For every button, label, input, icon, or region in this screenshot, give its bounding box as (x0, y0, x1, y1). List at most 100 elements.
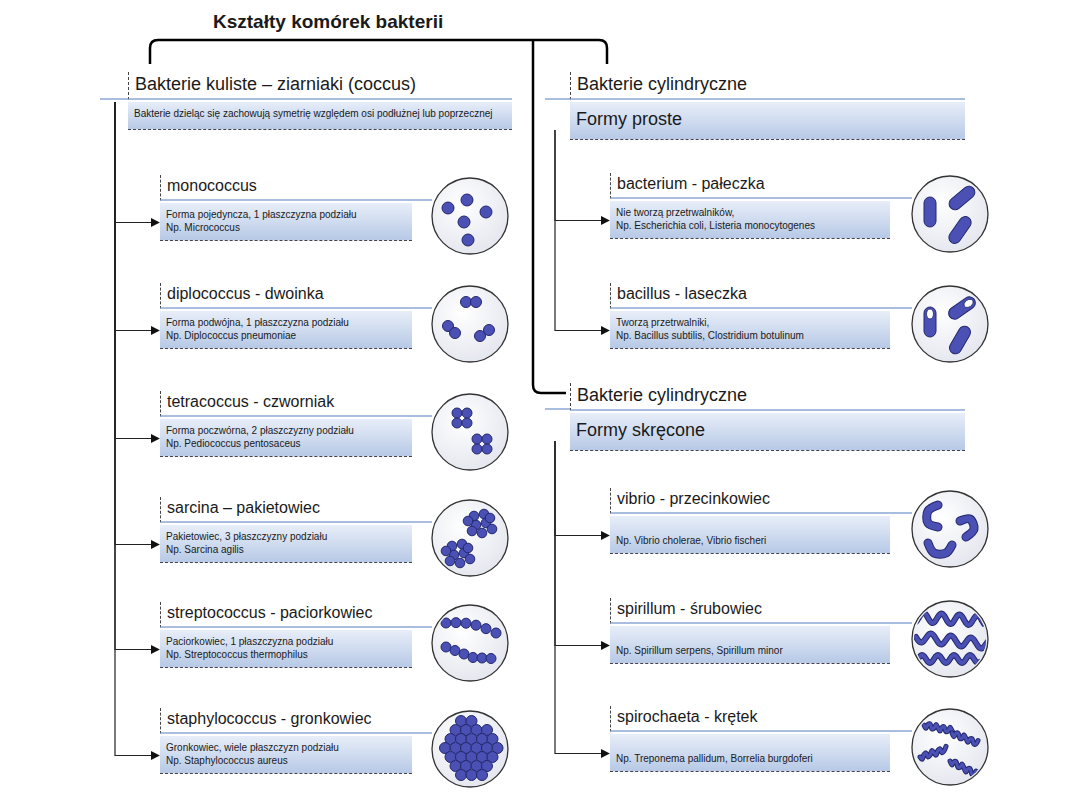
shape-heading: staphylococcus - gronkowiec (160, 708, 412, 734)
group-band: Formy skręcone (570, 413, 965, 451)
cell-outline (960, 519, 974, 537)
view-circle (432, 286, 508, 362)
view-circle (432, 711, 508, 787)
cell-illustration (912, 709, 988, 785)
cell (461, 297, 472, 308)
cell (462, 234, 474, 246)
cell-illustration (912, 176, 988, 252)
tree-connector (555, 441, 609, 536)
tree-connector (555, 130, 609, 221)
cell (920, 746, 946, 759)
cell (445, 556, 455, 566)
cell-illustration (432, 178, 508, 254)
description-band: Np. Spirillum serpens, Spirillum minor (610, 626, 890, 664)
group-header: Bakterie cylindryczneFormy skręcone (570, 383, 965, 451)
group-heading: Bakterie kuliste – ziarniaki (coccus) (128, 72, 512, 100)
cell (442, 202, 454, 214)
description-band: Tworzą przetrwalniki,Np. Bacillus subtil… (610, 311, 890, 349)
cell (928, 543, 952, 554)
cell-illustration (432, 711, 508, 787)
view-circle (432, 178, 508, 254)
description-band: Paciorkowiec, 1 płaszczyzna podziałuNp. … (160, 630, 412, 668)
cell (461, 618, 471, 628)
cell (477, 770, 488, 781)
description-line: Paciorkowiec, 1 płaszczyzna podziału (166, 635, 406, 648)
cell (455, 558, 465, 568)
description-band: Pakietowiec, 3 płaszczyzny podziałuNp. S… (160, 525, 412, 563)
rule-line (412, 732, 432, 734)
cell-illustration (432, 286, 508, 362)
description-line: Np. Sarcina agilis (166, 543, 406, 556)
cell (924, 724, 954, 734)
shape-box: tetracoccus - czworniakForma poczwórna, … (160, 391, 412, 457)
cell (471, 297, 482, 308)
cell (910, 655, 980, 663)
cell-illustration (432, 500, 508, 576)
cell (491, 628, 501, 638)
rule-line (412, 626, 432, 628)
view-circle (912, 491, 988, 567)
description-line: Forma pojedyncza, 1 płaszczyzna podziału (166, 208, 406, 221)
cell (468, 653, 478, 663)
description-line: Np. Treponema pallidum, Borrelia burgdof… (616, 752, 884, 765)
cell (467, 526, 477, 536)
cell-outline (916, 634, 990, 649)
tree-connector (115, 102, 159, 439)
shape-heading: diplococcus - dwoinka (160, 283, 412, 309)
cell-outline (920, 746, 946, 759)
group-heading: Bakterie cylindryczne (570, 383, 965, 411)
rule-line (890, 307, 912, 309)
shape-box: sarcina – pakietowiecPakietowiec, 3 płas… (160, 497, 412, 563)
description-band: Forma pojedyncza, 1 płaszczyzna podziału… (160, 203, 412, 241)
shape-heading: vibrio - przecinkowiec (610, 488, 890, 514)
tree-connector (555, 441, 609, 646)
description-band: Nie tworzą przetrwalników,Np. Escherichi… (610, 201, 890, 239)
cell (487, 524, 497, 534)
description-line: Np. Diplococcus pneumoniae (166, 329, 406, 342)
rule-line (412, 521, 432, 523)
cell (462, 408, 472, 418)
cell (472, 434, 482, 444)
group-header: Bakterie cylindryczneFormy proste (570, 72, 965, 140)
shape-heading: streptococcus - paciorkowiec (160, 602, 412, 628)
cell-outline (950, 761, 976, 775)
cell-illustration (912, 286, 988, 362)
rod-cell (946, 214, 973, 245)
cell-outline (927, 505, 938, 527)
cell (458, 216, 470, 228)
view-circle (432, 605, 508, 681)
cell (960, 519, 974, 537)
group-heading: Bakterie cylindryczne (570, 72, 965, 100)
description-line: Np. Pediococcus pentosaceus (166, 437, 406, 450)
description-line: Gronkowiec, wiele płaszczyzn podziału (166, 741, 406, 754)
tree-connector (555, 441, 609, 754)
description-line: Np. Escherichia coli, Listeria monocytog… (616, 219, 884, 232)
description-band: Forma poczwórna, 2 płaszczyzny podziałuN… (160, 419, 412, 457)
shape-box: staphylococcus - gronkowiecGronkowiec, w… (160, 708, 412, 774)
tree-connector (555, 130, 609, 331)
cell (484, 325, 495, 336)
tree-connector (115, 102, 159, 756)
rule-line (412, 199, 432, 201)
rod-cell (946, 294, 977, 321)
shape-heading: tetracoccus - czworniak (160, 391, 412, 417)
description-line: Np. Streptococcus thermophilus (166, 648, 406, 661)
shape-heading: bacillus - laseczka (610, 283, 890, 309)
group-band: Formy proste (570, 102, 965, 140)
cell (471, 620, 481, 630)
description-band: Gronkowiec, wiele płaszczyzn podziałuNp.… (160, 736, 412, 774)
cell-illustration (910, 601, 990, 677)
rule-line (412, 307, 432, 309)
rod-cell (924, 197, 936, 227)
description-line: Np. Spirillum serpens, Spirillum minor (616, 644, 884, 657)
description-band: Np. Treponema pallidum, Borrelia burgdof… (610, 734, 890, 772)
cell-outline (924, 724, 954, 734)
cell (452, 418, 462, 428)
shape-box: vibrio - przecinkowiecNp. Vibrio cholera… (610, 488, 890, 554)
view-circle (912, 709, 988, 785)
cell (482, 444, 492, 454)
cell (477, 528, 487, 538)
cell-outline (910, 613, 984, 625)
rule-line (412, 415, 432, 417)
